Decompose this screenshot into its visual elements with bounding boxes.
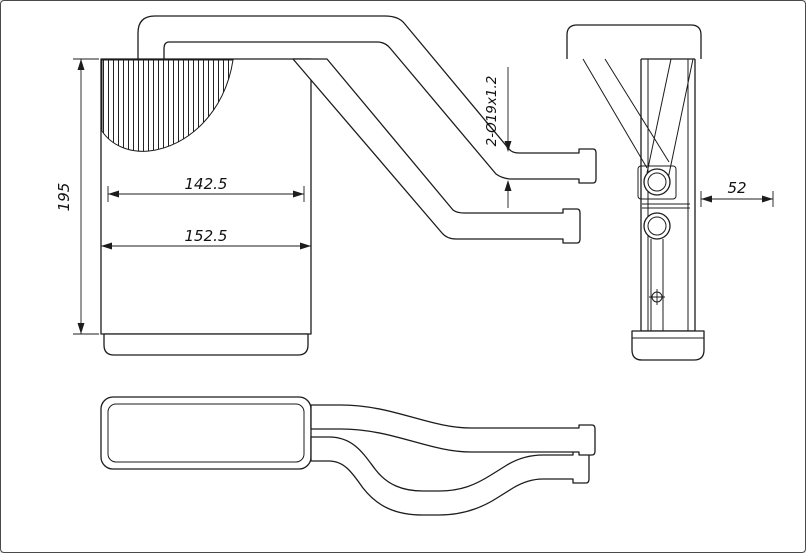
core-bottom-tank <box>103 333 309 356</box>
port-divider-lines <box>642 203 690 209</box>
pipe-diameter-dimension: 2-Ø19x1.2 <box>484 67 512 208</box>
inner-width-dimension: 142.5 <box>107 175 305 202</box>
core-fins-hatch <box>101 59 234 152</box>
mounting-hole-cross-icon <box>649 289 665 305</box>
side-body-inner-lines <box>647 59 689 331</box>
bottom-inlet-pipe <box>310 404 596 456</box>
pipe-spec-label: 2-Ø19x1.2 <box>484 76 500 147</box>
outer-width-dimension-label: 152.5 <box>185 227 228 245</box>
arrow-down-icon <box>77 323 85 334</box>
side-body-outline <box>640 58 696 332</box>
bottom-tank <box>100 396 312 470</box>
outer-width-dimension: 152.5 <box>100 227 312 254</box>
height-dimension-label: 195 <box>55 183 73 212</box>
arrow-right-icon <box>300 242 311 250</box>
arrow-up-icon <box>504 180 512 191</box>
arrow-right-icon <box>293 190 304 198</box>
pipe-port-upper-inner <box>647 172 667 192</box>
mounting-hole <box>649 289 665 305</box>
pipe-port-bracket <box>637 165 677 200</box>
side-pipe-cross <box>582 58 694 180</box>
side-view: 52 <box>566 24 774 361</box>
outlet-pipe <box>292 58 581 244</box>
depth-dimension-label: 52 <box>727 179 746 197</box>
bottom-outlet-pipe <box>310 436 590 516</box>
arrow-down-icon <box>504 141 512 152</box>
arrow-left-icon <box>108 190 119 198</box>
height-dimension: 195 <box>55 58 99 335</box>
side-foot <box>631 330 705 361</box>
inner-width-dimension-label: 142.5 <box>185 175 228 193</box>
side-pipe-elbow <box>566 24 702 59</box>
bottom-tank-inner <box>107 403 305 463</box>
height-extension-lines <box>73 58 99 335</box>
arrow-right-icon <box>762 195 773 203</box>
arrow-left-icon <box>101 242 112 250</box>
arrow-left-icon <box>701 195 712 203</box>
bottom-view <box>100 396 596 516</box>
pipe-port-lower-inner <box>647 216 667 236</box>
arrow-up-icon <box>77 59 85 70</box>
front-view: 195 142.5 152.5 2-Ø19x1.2 <box>55 15 597 356</box>
side-internal-pipe-lines <box>650 239 664 331</box>
inlet-pipe <box>137 15 597 184</box>
depth-dimension: 52 <box>700 179 774 207</box>
